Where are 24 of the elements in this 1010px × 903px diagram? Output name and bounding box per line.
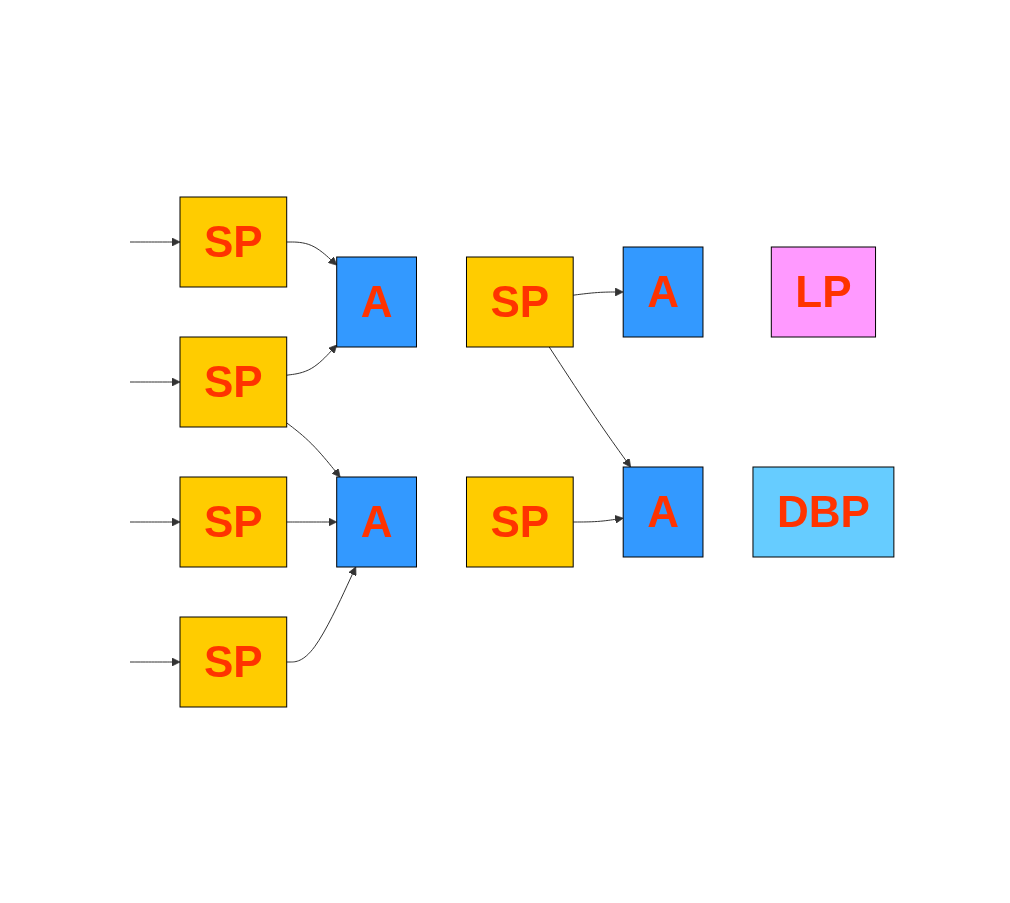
node-box: LP xyxy=(770,246,877,337)
arrow xyxy=(286,421,341,477)
node-box: DBP xyxy=(752,466,895,557)
arrow xyxy=(572,287,624,296)
arrow xyxy=(286,517,338,526)
arrow xyxy=(129,377,181,386)
node-box: SP xyxy=(179,336,288,427)
arrow xyxy=(129,237,181,246)
node-box: A xyxy=(622,246,704,337)
node-box: SP xyxy=(466,476,574,567)
arrow xyxy=(286,344,338,376)
node-box: A xyxy=(622,466,704,557)
node-box: A xyxy=(336,476,418,567)
node-box: A xyxy=(336,256,418,347)
arrow xyxy=(129,517,181,526)
node-box: SP xyxy=(179,476,288,567)
node-box: SP xyxy=(466,256,574,347)
node-box: SP xyxy=(179,196,288,287)
arrow xyxy=(286,241,338,265)
arrow xyxy=(286,566,357,662)
arrow xyxy=(572,514,624,524)
arrow xyxy=(129,657,181,666)
node-box: SP xyxy=(179,616,288,707)
arrow xyxy=(548,346,632,467)
